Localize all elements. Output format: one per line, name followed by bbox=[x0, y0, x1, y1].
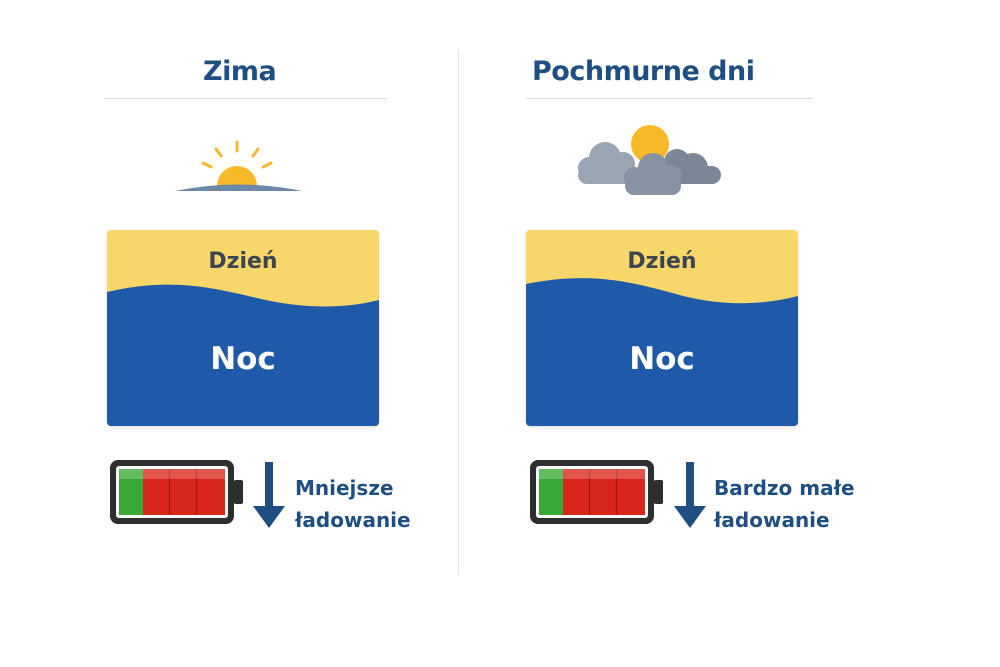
night-label: Noc bbox=[629, 341, 695, 377]
charge-description: Mniejsze ładowanie bbox=[295, 472, 411, 536]
battery-low-icon bbox=[530, 460, 663, 524]
title-rule bbox=[526, 98, 813, 99]
charge-line-1: Bardzo małe bbox=[714, 476, 855, 500]
day-night-box bbox=[107, 230, 379, 426]
title-rule bbox=[104, 98, 387, 99]
battery-low-icon bbox=[110, 460, 243, 524]
day-label: Dzień bbox=[208, 249, 278, 274]
panel-title: Pochmurne dni bbox=[532, 56, 755, 87]
panel-winter: Zima Dzień Noc Mni bbox=[0, 0, 460, 667]
night-label: Noc bbox=[210, 341, 276, 377]
charge-description: Bardzo małe ładowanie bbox=[714, 472, 855, 536]
panel-cloudy-days: Pochmurne dni Dzień Noc bbox=[420, 0, 880, 667]
day-night-box bbox=[526, 230, 798, 426]
charge-line-2: ładowanie bbox=[714, 508, 830, 532]
down-arrow-icon bbox=[253, 462, 285, 528]
down-arrow-icon bbox=[674, 462, 706, 528]
day-label: Dzień bbox=[627, 249, 697, 274]
charge-line-1: Mniejsze bbox=[295, 476, 394, 500]
cloudy-sun-icon bbox=[578, 125, 721, 195]
panel-title: Zima bbox=[203, 56, 277, 87]
charge-line-2: ładowanie bbox=[295, 508, 411, 532]
sunrise-icon bbox=[175, 140, 302, 191]
vertical-divider bbox=[458, 50, 459, 575]
